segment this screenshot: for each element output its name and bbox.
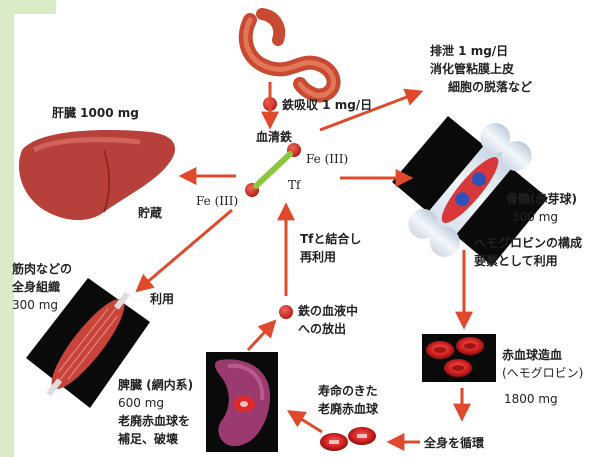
muscle-label-2: 全身組織 [12,280,60,295]
fe3-left-label: Fe (III) [196,194,238,209]
arrow-spleen-release [248,322,274,350]
serum-iron-label: 血清鉄 [256,130,292,145]
use-label: 利用 [150,292,174,307]
aged-red-blood-cells-icon [320,427,376,451]
hb-label-2: 要素として利用 [474,254,558,269]
muscle-label-3: 300 mg [12,298,58,313]
reuse-label-1: Tfと結合し [300,232,361,247]
absorption-label: 鉄吸収 1 mg/日 [282,98,372,113]
intestine-icon [246,14,334,95]
excretion-label-1: 排泄 1 mg/日 [430,44,508,59]
release-label-2: への放出 [298,322,346,337]
excretion-label-2: 消化管粘膜上皮 [430,62,514,77]
rbc-label-2: (ヘモグロビン) [502,366,583,381]
muscle-label-1: 筋肉などの [12,262,72,277]
rbc-label-3: 1800 mg [504,392,558,407]
rbc-label-1: 赤血球造血 [502,348,562,363]
spleen-icon [206,352,278,452]
marrow-label-2: 300 mg [512,210,558,225]
aged-rbc-label-2: 老廃赤血球 [318,402,378,417]
arrow-to-muscle [138,210,232,290]
spleen-label-4: 補足、破壊 [118,432,178,447]
release-dot [279,305,293,319]
tf-label: Tf [288,178,300,193]
excretion-label-3: 細胞の脱落など [448,80,532,95]
liver-storage-label: 貯蔵 [138,206,162,221]
aged-rbc-label-1: 寿命のきた [318,384,378,399]
spleen-label-1: 脾臓 (網内系) [118,378,193,393]
reuse-label-2: 再利用 [300,250,336,265]
transferrin-bar [256,154,290,186]
fe3-right-label: Fe (III) [306,152,348,167]
marrow-label-1: 骨髄(赤芽球) [506,192,577,207]
spleen-label-2: 600 mg [118,396,164,411]
hb-label-1: ヘモグロビンの構成 [474,236,582,251]
spleen-label-3: 老廃赤血球を [118,414,190,429]
circulate-label: 全身を循環 [424,436,484,451]
release-label-1: 鉄の血液中 [298,304,358,319]
liver-amount-label: 肝臓 1000 mg [52,106,139,121]
red-blood-cells-icon [422,334,496,382]
